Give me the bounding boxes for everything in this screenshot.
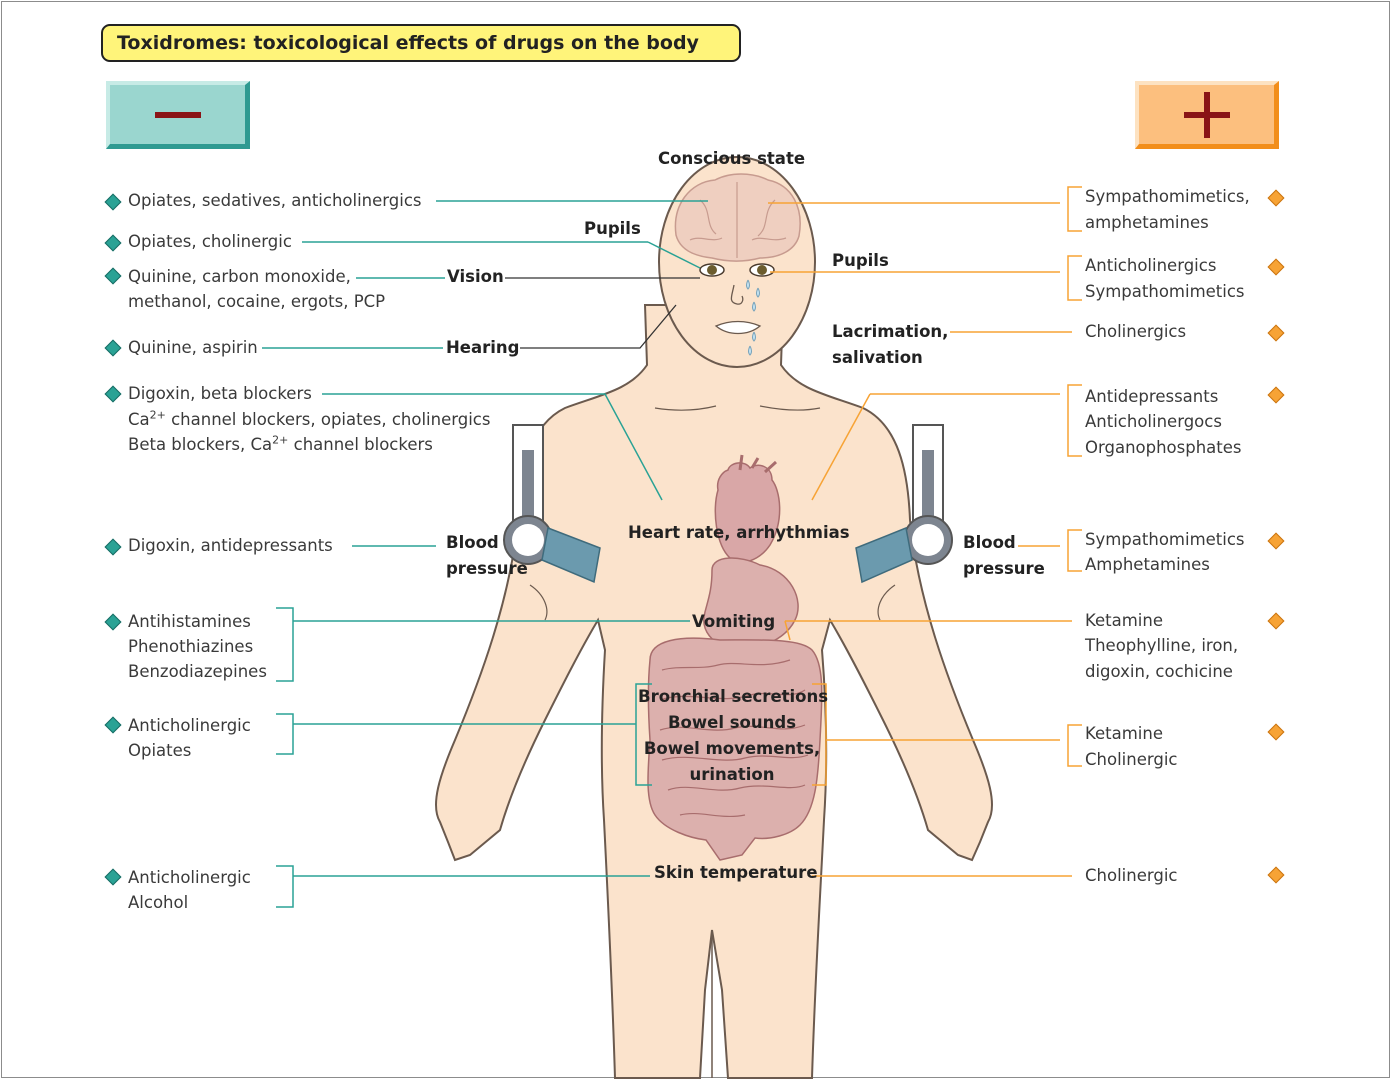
minus-icon [155,112,201,118]
right-item-pupils-1: Anticholinergics [1085,253,1216,279]
urination-label: urination [638,762,826,788]
minus-button[interactable] [106,81,250,149]
heart-rate-label: Heart rate, arrhythmias [628,520,850,546]
hearing-label: Hearing [446,335,520,361]
conscious-state-label: Conscious state [658,146,805,172]
pupils-label-left: Pupils [584,216,641,242]
right-item-bp-2: Amphetamines [1085,552,1210,578]
left-item-vision-2: methanol, cocaine, ergots, PCP [128,289,385,315]
bowel-sounds-label: Bowel sounds [638,710,826,736]
left-item-heart-1: Digoxin, beta blockers [128,381,312,407]
left-item-skin-1: Anticholinergic [128,865,251,891]
left-item-bowel-2: Opiates [128,738,191,764]
right-item-vomiting-2: Theophylline, iron, [1085,633,1238,659]
left-item-heart-3: Beta blockers, Ca2+ channel blockers [128,432,433,458]
right-item-vomiting-3: digoxin, cochicine [1085,659,1233,685]
right-item-bp-1: Sympathomimetics [1085,527,1245,553]
right-item-bowel-2: Cholinergic [1085,747,1177,773]
right-item-skin: Cholinergic [1085,863,1177,889]
left-item-vomiting-3: Benzodiazepines [128,659,267,685]
bp-left-label-1: Blood [446,530,499,556]
plus-button[interactable] [1135,81,1279,149]
right-item-vomiting-1: Ketamine [1085,608,1163,634]
left-item-heart-2: Ca2+ channel blockers, opiates, choliner… [128,407,490,433]
skin-temperature-label: Skin temperature [654,860,818,886]
bp-left-label-2: pressure [446,556,528,582]
vision-label: Vision [447,264,504,290]
plus-icon [1184,92,1230,138]
bowel-movements-label: Bowel movements, [638,736,826,762]
left-item-vision-1: Quinine, carbon monoxide, [128,264,351,290]
right-item-heart-2: Anticholinergocs [1085,409,1222,435]
right-item-conscious-2: amphetamines [1085,210,1209,236]
left-item-vomiting-2: Phenothiazines [128,634,253,660]
right-item-pupils-2: Sympathomimetics [1085,279,1245,305]
right-item-bowel-1: Ketamine [1085,721,1163,747]
left-item-conscious: Opiates, sedatives, anticholinergics [128,188,422,214]
left-item-vomiting-1: Antihistamines [128,609,251,635]
bronchial-label: Bronchial secretions [638,684,826,710]
right-item-conscious-1: Sympathomimetics, [1085,184,1250,210]
right-item-heart-3: Organophosphates [1085,435,1242,461]
left-item-hearing: Quinine, aspirin [128,335,258,361]
bp-right-label-1: Blood [963,530,1016,556]
lacrimation-label-2: salivation [832,345,923,371]
right-item-lacrimation: Cholinergics [1085,319,1186,345]
left-item-bp: Digoxin, antidepressants [128,533,333,559]
left-item-pupils: Opiates, cholinergic [128,229,292,255]
brain [675,174,800,261]
pupils-label-right: Pupils [832,248,889,274]
lacrimation-label-1: Lacrimation, [832,319,948,345]
left-item-bowel-1: Anticholinergic [128,713,251,739]
figure-title: Toxidromes: toxicological effects of dru… [101,24,741,62]
right-item-heart-1: Antidepressants [1085,384,1218,410]
bp-right-label-2: pressure [963,556,1045,582]
vomiting-label: Vomiting [692,609,775,635]
left-item-skin-2: Alcohol [128,890,188,916]
